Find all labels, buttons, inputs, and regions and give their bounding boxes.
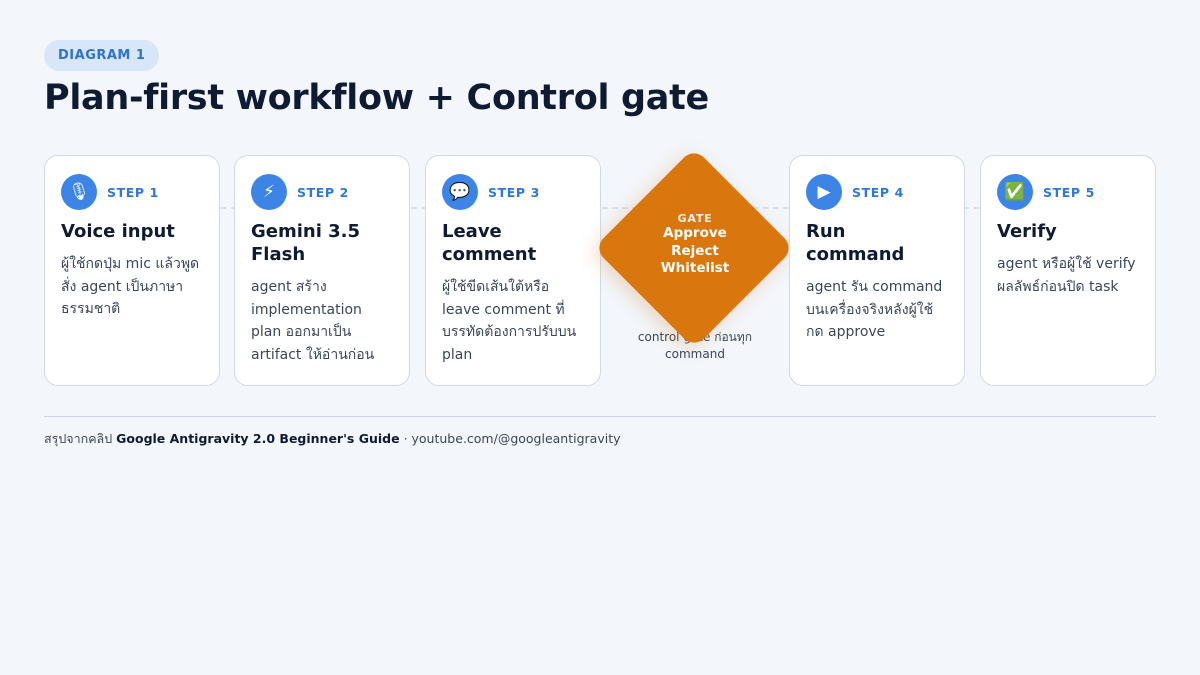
- step-title: Gemini 3.5 Flash: [251, 221, 361, 265]
- gate-option-whitelist: Whitelist: [660, 260, 730, 276]
- diagram-badge: DIAGRAM 1: [44, 40, 160, 71]
- flow-connector: [60, 207, 1150, 209]
- lightning-icon: ⚡: [251, 174, 287, 210]
- step-label: STEP 1: [107, 184, 159, 200]
- step-card-1: 🎙 STEP 1 Voice input ผู้ใช้กดปุ่ม mic แล…: [44, 155, 220, 386]
- footer-prefix: สรุปจากคลิป: [44, 431, 113, 446]
- footer-divider: [44, 416, 1156, 417]
- step-label: STEP 2: [297, 184, 349, 200]
- microphone-icon: 🎙: [61, 174, 97, 210]
- step-description: agent สร้าง implementation plan ออกมาเป็…: [251, 279, 375, 363]
- gate-option-approve: Approve: [663, 225, 727, 241]
- step-label: STEP 3: [488, 184, 540, 200]
- step-card-4: ▶ STEP 4 Run command agent รัน command บ…: [789, 155, 965, 386]
- footer-source: สรุปจากคลิป Google Antigravity 2.0 Begin…: [44, 429, 621, 449]
- step-card-2: ⚡ STEP 2 Gemini 3.5 Flash agent สร้าง im…: [234, 155, 410, 386]
- step-card-3: 💬 STEP 3 Leave comment ผู้ใช้ขีดเส้นใต้ห…: [425, 155, 601, 386]
- control-gate: GATE Approve Reject Whitelist: [640, 212, 750, 278]
- step-description: agent รัน command บนเครื่องจริงหลังผู้ใช…: [806, 279, 943, 340]
- footer-separator: ·: [399, 431, 412, 446]
- step-label: STEP 5: [1043, 184, 1095, 200]
- step-card-5: ✅ STEP 5 Verify agent หรือผู้ใช้ verify …: [980, 155, 1156, 386]
- speech-bubble-icon: 💬: [442, 174, 478, 210]
- check-mark-icon: ✅: [997, 174, 1033, 210]
- play-icon: ▶: [806, 174, 842, 210]
- footer-source-title: Google Antigravity 2.0 Beginner's Guide: [116, 431, 400, 446]
- step-label: STEP 4: [852, 184, 904, 200]
- step-description: ผู้ใช้กดปุ่ม mic แล้วพูดสั่ง agent เป็นภ…: [61, 256, 200, 317]
- step-title: Verify: [997, 221, 1057, 242]
- step-title: Voice input: [61, 221, 175, 242]
- footer-url: youtube.com/@googleantigravity: [411, 431, 621, 446]
- page-title: Plan-first workflow + Control gate: [44, 78, 709, 118]
- gate-option-reject: Reject: [671, 242, 719, 259]
- step-description: ผู้ใช้ขีดเส้นใต้หรือ leave comment ที่บร…: [442, 279, 577, 363]
- step-description: agent หรือผู้ใช้ verify ผลลัพธ์ก่อนปิด t…: [997, 256, 1136, 295]
- gate-label: GATE: [677, 212, 713, 225]
- step-title: Leave comment: [442, 221, 537, 265]
- step-title: Run command: [806, 221, 905, 265]
